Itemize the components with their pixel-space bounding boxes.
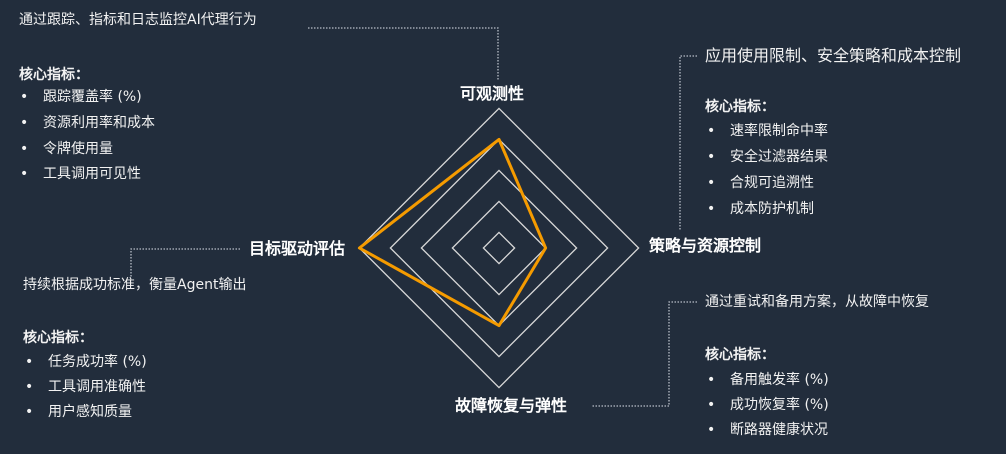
policy-heading: 核心指标： <box>705 99 775 115</box>
list-item: •速率限制命中率 <box>707 123 828 139</box>
bullet: • <box>25 379 34 395</box>
bullet: • <box>707 123 716 139</box>
grid-ring-5 <box>358 107 640 389</box>
bullet: • <box>20 166 29 182</box>
axis-label-resilience: 故障恢复与弹性 <box>455 396 568 415</box>
grid-ring-4 <box>389 138 609 358</box>
grid-ring-2 <box>451 200 547 296</box>
axis-label-policy: 策略与资源控制 <box>649 236 762 255</box>
grid-ring-1 <box>482 231 516 265</box>
bullet: • <box>707 201 716 217</box>
list-item: •成本防护机制 <box>707 201 814 217</box>
list-item: •安全过滤器结果 <box>707 149 828 165</box>
bullet: • <box>25 404 34 420</box>
axis-label-observability: 可观测性 <box>460 84 525 103</box>
list-item: •用户感知质量 <box>25 404 132 420</box>
list-item: •断路器健康状况 <box>707 422 828 438</box>
connector-observability <box>308 27 499 80</box>
list-item: •令牌使用量 <box>20 141 113 157</box>
list-item: •备用触发率 (%) <box>707 372 829 388</box>
list-item: •跟踪覆盖率 (%) <box>20 89 142 105</box>
series-polygon <box>357 137 548 328</box>
bullet: • <box>20 141 29 157</box>
bullet: • <box>707 175 716 191</box>
connector-policy <box>679 55 697 230</box>
list-item: •资源利用率和成本 <box>20 115 155 131</box>
bullet: • <box>20 89 29 105</box>
connector-resilience <box>592 301 697 407</box>
evaluation-heading: 核心指标： <box>23 330 93 346</box>
list-item: •任务成功率 (%) <box>25 354 147 370</box>
connector-evaluation <box>130 248 240 277</box>
bullet: • <box>25 354 34 370</box>
list-item: •工具调用可见性 <box>20 166 141 182</box>
list-item: •合规可追溯性 <box>707 175 814 191</box>
observability-desc: 通过跟踪、指标和日志监控AI代理行为 <box>19 12 257 28</box>
bullet: • <box>707 397 716 413</box>
list-item: •成功恢复率 (%) <box>707 397 829 413</box>
bullet: • <box>707 149 716 165</box>
bullet: • <box>707 372 716 388</box>
axis-label-evaluation: 目标驱动评估 <box>249 239 346 258</box>
evaluation-desc: 持续根据成功标准，衡量Agent输出 <box>23 277 247 293</box>
policy-desc: 应用使用限制、安全策略和成本控制 <box>705 46 962 65</box>
resilience-desc: 通过重试和备用方案，从故障中恢复 <box>705 294 929 310</box>
resilience-heading: 核心指标： <box>705 347 775 363</box>
list-item: •工具调用准确性 <box>25 379 146 395</box>
bullet: • <box>20 115 29 131</box>
bullet: • <box>707 422 716 438</box>
observability-heading: 核心指标： <box>19 67 89 83</box>
